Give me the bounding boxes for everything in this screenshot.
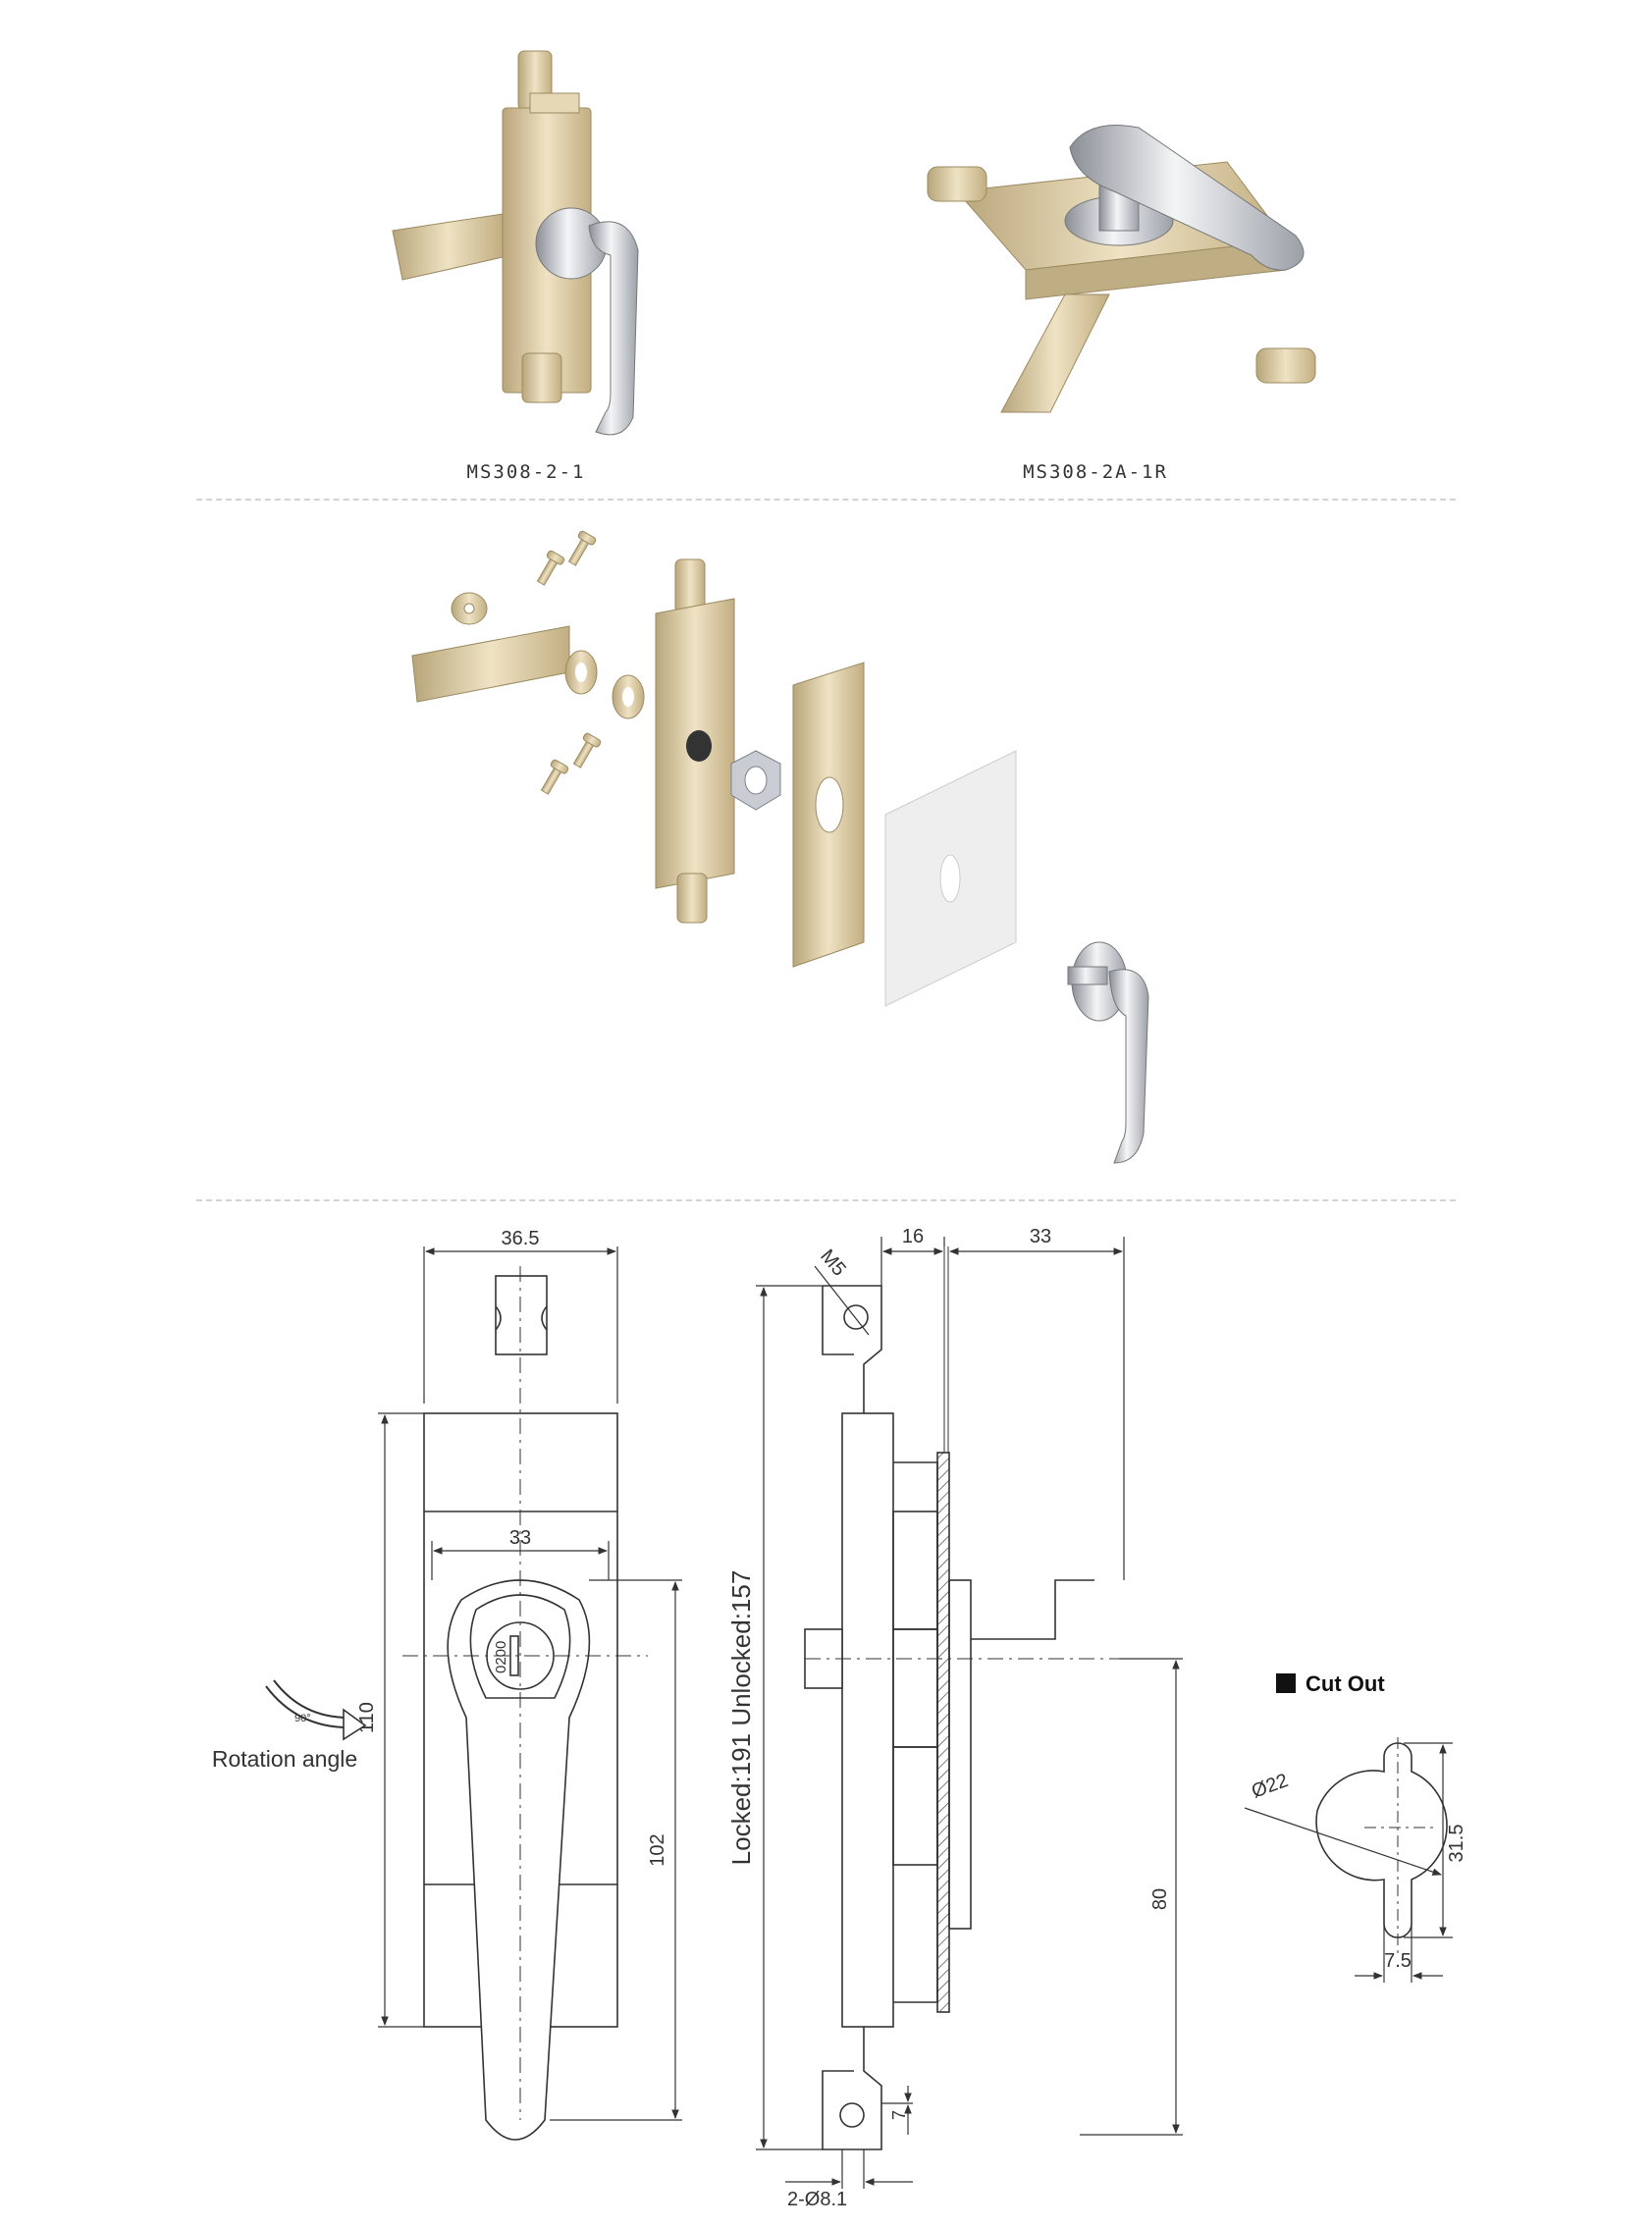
- dim-cutout-slot-width: 7.5: [1384, 1950, 1412, 1972]
- front-dimension-lines: [378, 1246, 682, 2121]
- dim-16: 16: [902, 1226, 924, 1247]
- product-ms308-2-1-image: [392, 50, 639, 436]
- dim-cutout-diameter: Ø22: [1249, 1770, 1291, 1803]
- front-view: [402, 1266, 648, 2141]
- rotation-angle-label: Rotation angle: [212, 1746, 357, 1772]
- cutout-square-icon: [1276, 1673, 1296, 1693]
- dim-hole-offset: 7: [889, 2110, 909, 2120]
- screw-parts: [536, 530, 602, 795]
- product-renders: [392, 50, 1316, 436]
- side-view: [804, 1246, 1178, 2150]
- gasket-part: [884, 750, 1017, 1007]
- dim-holes: 2-Ø8.1: [787, 2189, 847, 2210]
- rotation-angle-value: 90°: [294, 1713, 311, 1724]
- dim-33: 33: [1030, 1226, 1051, 1247]
- product-caption-ms308-2a-1r: MS308-2A-1R: [1023, 461, 1168, 483]
- section-divider: [196, 499, 1456, 501]
- bracket-part: [792, 662, 865, 968]
- cutout-dimension-lines: [1244, 1742, 1453, 1983]
- dim-top-width: 36.5: [502, 1228, 540, 1249]
- lock-body-part: [655, 558, 735, 924]
- product-caption-ms308-2-1: MS308-2-1: [466, 461, 586, 483]
- handle-part: [1067, 941, 1149, 1164]
- side-dimension-lines: [756, 1237, 1183, 2189]
- cam-bar-part: [411, 625, 570, 703]
- dim-handle-length: 102: [647, 1833, 668, 1866]
- key-code-text: 0200: [493, 1641, 509, 1673]
- technical-drawing: 0200 36.5 33 110 102 90° Rotation angle: [212, 1226, 1467, 2210]
- dim-thread: M5: [816, 1246, 850, 1280]
- product-ms308-2a-1r-image: [927, 125, 1316, 413]
- cutout-shape: [1315, 1737, 1448, 1953]
- dim-handle-width: 33: [509, 1527, 531, 1549]
- exploded-view: [411, 530, 1149, 1164]
- section-divider: [196, 1199, 1456, 1201]
- dim-cutout-height: 31.5: [1446, 1825, 1467, 1863]
- dim-overall-length: Locked:191 Unlocked:157: [726, 1570, 756, 1866]
- rotation-arrow-icon: [265, 1679, 367, 1741]
- dim-handle-height: 80: [1149, 1888, 1171, 1910]
- cutout-title: Cut Out: [1306, 1671, 1385, 1696]
